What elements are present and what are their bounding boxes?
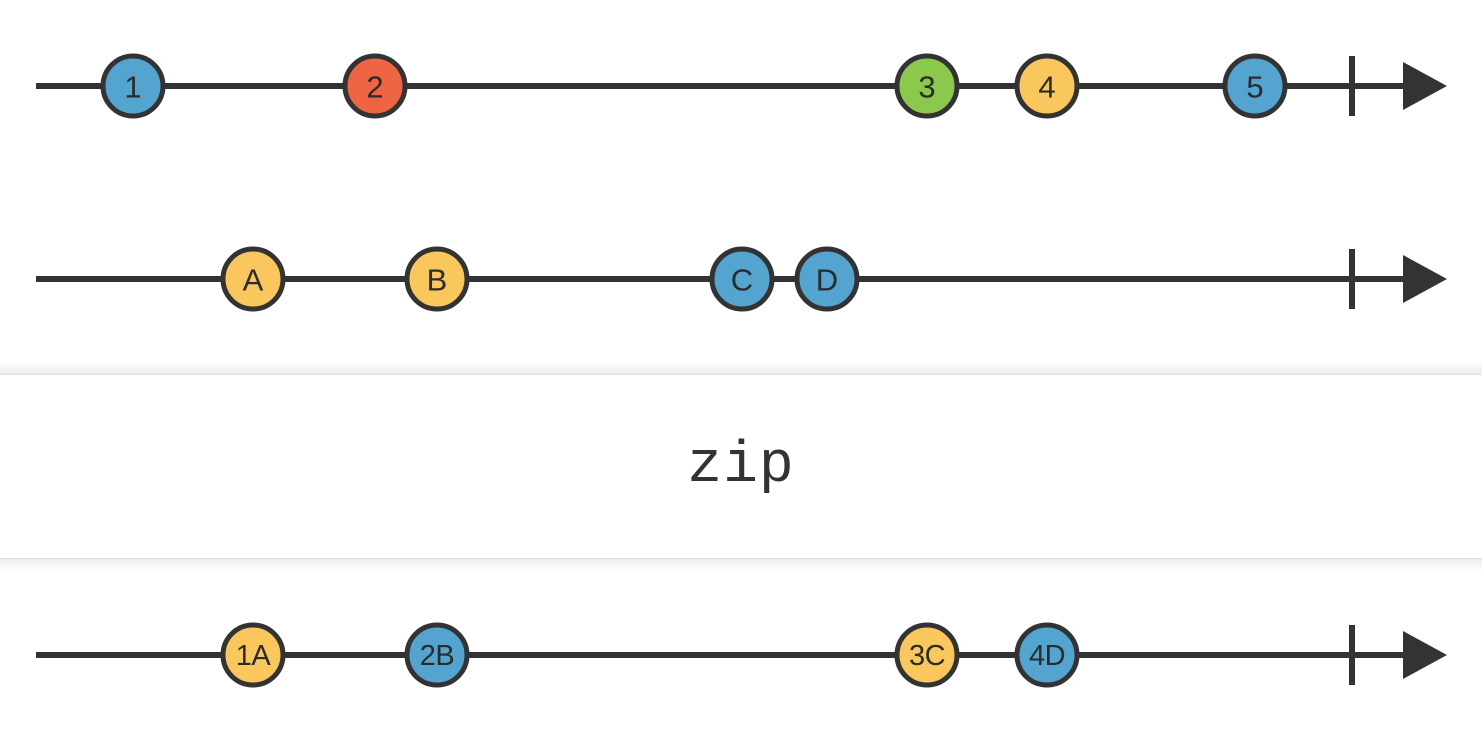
marble[interactable]: 1A xyxy=(220,622,286,688)
marble-label: B xyxy=(427,263,448,298)
marble[interactable]: 3C xyxy=(894,622,960,688)
marble-label: 4D xyxy=(1029,640,1065,672)
timeline-arrowhead xyxy=(1403,631,1447,679)
marble-circle[interactable] xyxy=(404,246,470,312)
marble-label: 3C xyxy=(909,640,945,672)
timeline-arrowhead xyxy=(1403,62,1447,110)
marble-circle[interactable] xyxy=(1014,53,1080,119)
marble[interactable]: D xyxy=(794,246,860,312)
marble-label: 2 xyxy=(366,70,383,105)
marble[interactable]: 1 xyxy=(100,53,166,119)
marble-circle[interactable] xyxy=(894,53,960,119)
marble-label: 1A xyxy=(236,640,272,672)
operator-panel: zip xyxy=(0,361,1482,572)
marble-label: D xyxy=(816,263,838,298)
marble[interactable]: 3 xyxy=(894,53,960,119)
marble-label: A xyxy=(243,263,264,298)
marble[interactable]: 2B xyxy=(404,622,470,688)
marble[interactable]: 4D xyxy=(1014,622,1080,688)
operator-label: zip xyxy=(687,434,795,499)
marble-circle[interactable] xyxy=(220,622,286,688)
marble[interactable]: 2 xyxy=(342,53,408,119)
marble-label: 2B xyxy=(420,640,454,672)
marble-label: C xyxy=(731,263,753,298)
marble-circle[interactable] xyxy=(100,53,166,119)
timeline-input-stream-2: A B C D xyxy=(36,246,1447,312)
marble-circle[interactable] xyxy=(342,53,408,119)
timeline-input-stream-1: 1 2 3 4 5 xyxy=(36,53,1447,119)
marble-circle[interactable] xyxy=(1222,53,1288,119)
marble-label: 4 xyxy=(1038,70,1055,105)
marble-label: 1 xyxy=(124,70,141,105)
marble-circle[interactable] xyxy=(1014,622,1080,688)
marble-label: 3 xyxy=(918,70,935,105)
marble[interactable]: 5 xyxy=(1222,53,1288,119)
marble-circle[interactable] xyxy=(794,246,860,312)
marble[interactable]: C xyxy=(709,246,775,312)
timeline-output-stream: 1A 2B 3C 4D xyxy=(36,622,1447,688)
marble[interactable]: A xyxy=(220,246,286,312)
marble-circle[interactable] xyxy=(894,622,960,688)
timeline-arrowhead xyxy=(1403,255,1447,303)
marble-circle[interactable] xyxy=(709,246,775,312)
marble[interactable]: B xyxy=(404,246,470,312)
marble-label: 5 xyxy=(1246,70,1263,105)
marble-circle[interactable] xyxy=(220,246,286,312)
marble-circle[interactable] xyxy=(404,622,470,688)
marble[interactable]: 4 xyxy=(1014,53,1080,119)
